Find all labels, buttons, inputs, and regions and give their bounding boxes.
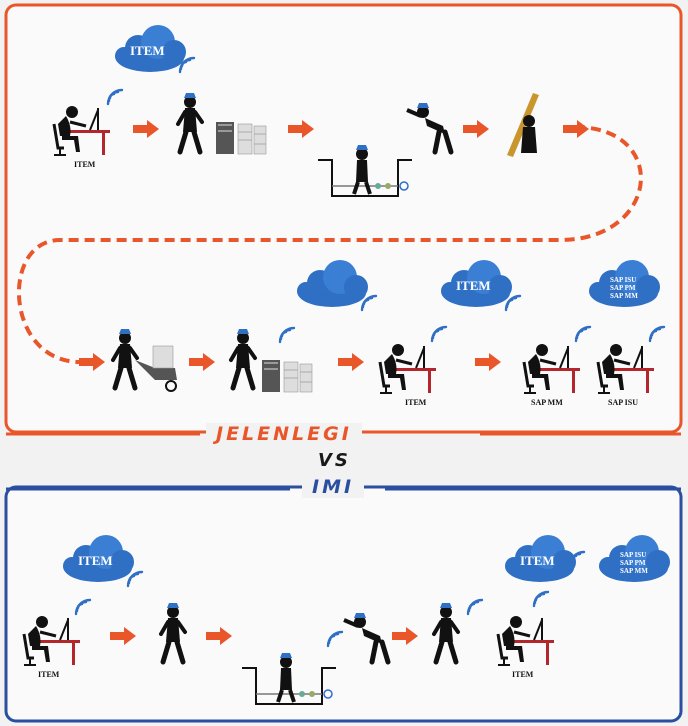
cloud-icon: ITEM	[505, 535, 576, 582]
cloud-label-item: ITEM	[130, 43, 165, 58]
cloud-icon: ITEM	[63, 535, 134, 582]
cloud-label-item: ITEM	[456, 278, 491, 293]
cloud-label-item: ITEM	[78, 553, 113, 568]
cart-worker-icon	[113, 329, 177, 392]
dashed-flow-connector	[16, 125, 643, 364]
writing-pen-icon	[507, 93, 539, 157]
banner-future: IMI	[302, 476, 365, 498]
cloud-label-sap-mm: SAP MM	[610, 292, 638, 300]
banner-current: JELENLEGI	[206, 423, 362, 445]
cloud-label-sap-pm: SAP PM	[610, 284, 636, 292]
cloud-icon: ITEM	[115, 25, 186, 72]
label-sap-mm: SAP MM	[531, 398, 563, 407]
current-process-frame	[4, 3, 683, 434]
archive-icon	[215, 121, 267, 155]
cloud-label-sap-isu: SAP ISU	[620, 551, 646, 559]
cloud-label-sap-mm: SAP MM	[620, 567, 648, 575]
cloud-icon: ITEM	[441, 260, 512, 307]
archive-icon	[261, 359, 313, 393]
label-item: ITEM	[74, 160, 96, 169]
cloud-icon: SAP ISU SAP PM SAP MM	[599, 535, 670, 582]
label-item: ITEM	[512, 670, 534, 679]
label-item: ITEM	[405, 398, 427, 407]
cloud-label-sap-pm: SAP PM	[620, 559, 646, 567]
label-item: ITEM	[38, 670, 60, 679]
banner-versus: VS	[308, 450, 361, 471]
future-process-frame	[4, 485, 683, 723]
cloud-icon: SAP ISU SAP PM SAP MM	[589, 260, 660, 307]
cloud-label-item: ITEM	[520, 553, 555, 568]
label-sap-isu: SAP ISU	[608, 398, 638, 407]
cloud-label-sap-isu: SAP ISU	[610, 276, 636, 284]
